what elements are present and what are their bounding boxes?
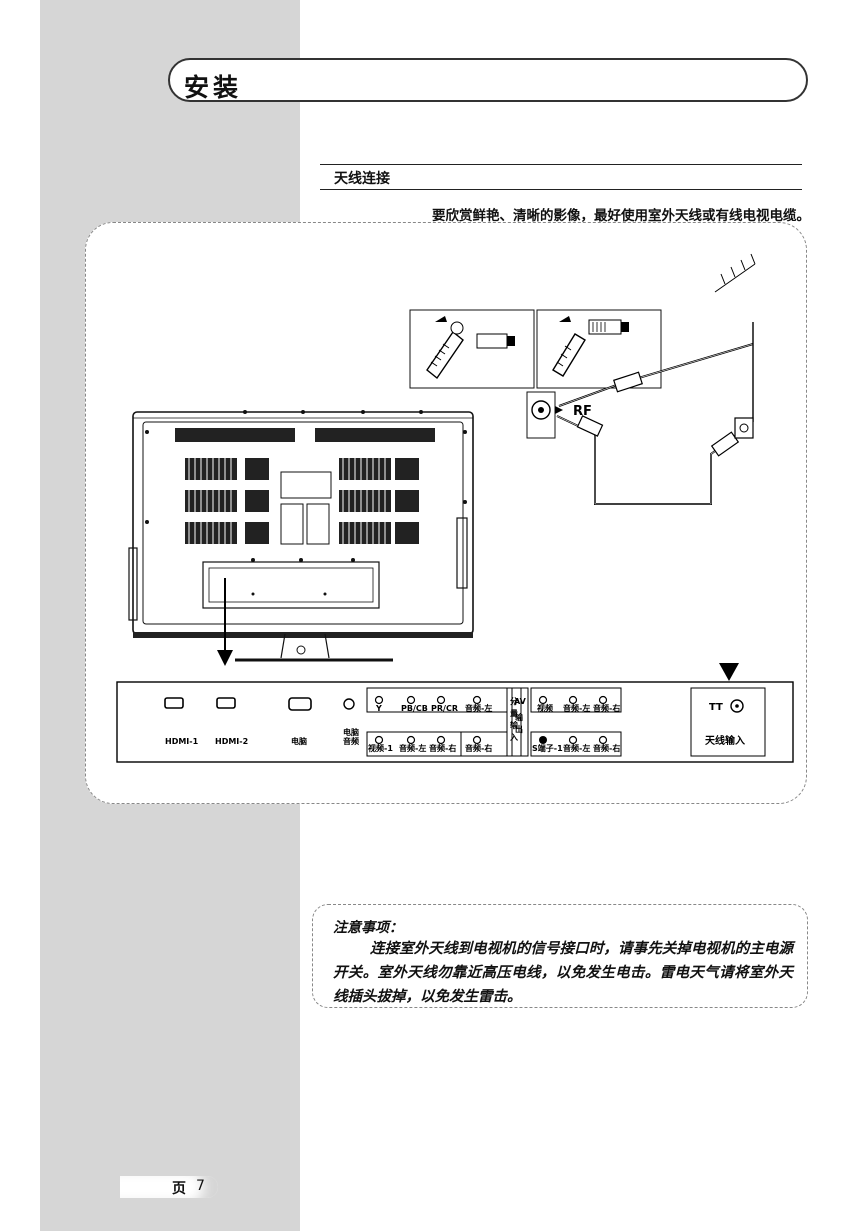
- component-pr-label: PR/CR: [431, 704, 458, 713]
- av-out-v1: 输: [515, 712, 524, 722]
- s-video-label: S端子-1: [532, 743, 563, 753]
- component-audio-l-label: 音频-左: [465, 703, 492, 713]
- av-audio-r-label: 音频-右: [429, 743, 456, 753]
- antenna-symbol-icon: TT: [709, 702, 723, 713]
- page-title: 安装: [184, 73, 243, 102]
- connector-detail-2: [536, 309, 662, 389]
- component-v2: 量: [510, 708, 518, 718]
- note-title: 注意事项：: [333, 920, 403, 936]
- av-out-audio-r-label: 音频-右: [593, 703, 620, 713]
- page-number-tab: 页 7: [120, 1176, 218, 1198]
- av-out-video-label: 视频: [537, 703, 553, 713]
- hdmi1-port-icon: [164, 697, 184, 709]
- av-out-v2: 出: [515, 724, 523, 734]
- vga-port-icon: [288, 697, 312, 711]
- antenna-input-label: 天线输入: [705, 734, 745, 747]
- av-out2-audio-r-label: 音频-右: [593, 743, 620, 753]
- hdmi2-label: HDMI-2: [215, 737, 248, 746]
- component-v3: 输: [510, 720, 519, 730]
- page-label: 页: [172, 1181, 186, 1197]
- arrow-down-icon: [217, 578, 233, 666]
- component-v4: 入: [509, 733, 518, 742]
- hdmi2-port-icon: [216, 697, 236, 709]
- pc-audio-jack-icon: [343, 698, 355, 710]
- av-label: AV: [514, 697, 527, 706]
- av-out2-audio-l-label: 音频-左: [563, 743, 590, 753]
- pc-audio-label-1: 电脑: [343, 727, 359, 737]
- page-number: 7: [196, 1178, 205, 1194]
- section-title: 天线连接: [334, 171, 390, 187]
- connector-panel: HDMI-1 HDMI-2 电脑 电脑 音频 Y PB/CB PR/CR 音频-…: [116, 681, 794, 763]
- section-heading: 天线连接: [320, 164, 802, 190]
- cable-tv-wire: [556, 415, 754, 505]
- rf-jack-illustration: RF: [526, 391, 592, 439]
- header-bar: 安装: [168, 58, 808, 102]
- pc-audio-label-2: 音频: [343, 736, 359, 746]
- av-out-audio-l-label: 音频-左: [563, 703, 590, 713]
- tv-back-illustration: [128, 410, 474, 662]
- av-video1-label: 视频-1: [368, 743, 393, 753]
- antenna-cable: [558, 253, 756, 422]
- component-y-label: Y: [375, 704, 382, 713]
- rf-label: RF: [573, 404, 592, 419]
- pc-label: 电脑: [291, 736, 307, 746]
- note-box: 注意事项： 连接室外天线到电视机的信号接口时，请事先关掉电视机的主电源开关。室外…: [312, 904, 808, 1008]
- av-audio-l-label: 音频-左: [399, 743, 426, 753]
- component-pb-label: PB/CB: [401, 704, 428, 713]
- connection-diagram: RF HDMI-1 HDMI-2 电脑 电脑 音频: [116, 253, 794, 763]
- component-audio-r-label: 音频-右: [465, 743, 492, 753]
- intro-text: 要欣赏鲜艳、清晰的影像，最好使用室外天线或有线电视电缆。: [432, 208, 810, 224]
- connector-detail-1: [409, 309, 535, 389]
- component-v1: 分: [510, 696, 518, 706]
- pointer-triangle-icon: [719, 663, 739, 681]
- note-body: 连接室外天线到电视机的信号接口时，请事先关掉电视机的主电源开关。室外天线勿靠近高…: [333, 940, 793, 1005]
- panel-border: [85, 222, 807, 804]
- hdmi1-label: HDMI-1: [165, 737, 199, 746]
